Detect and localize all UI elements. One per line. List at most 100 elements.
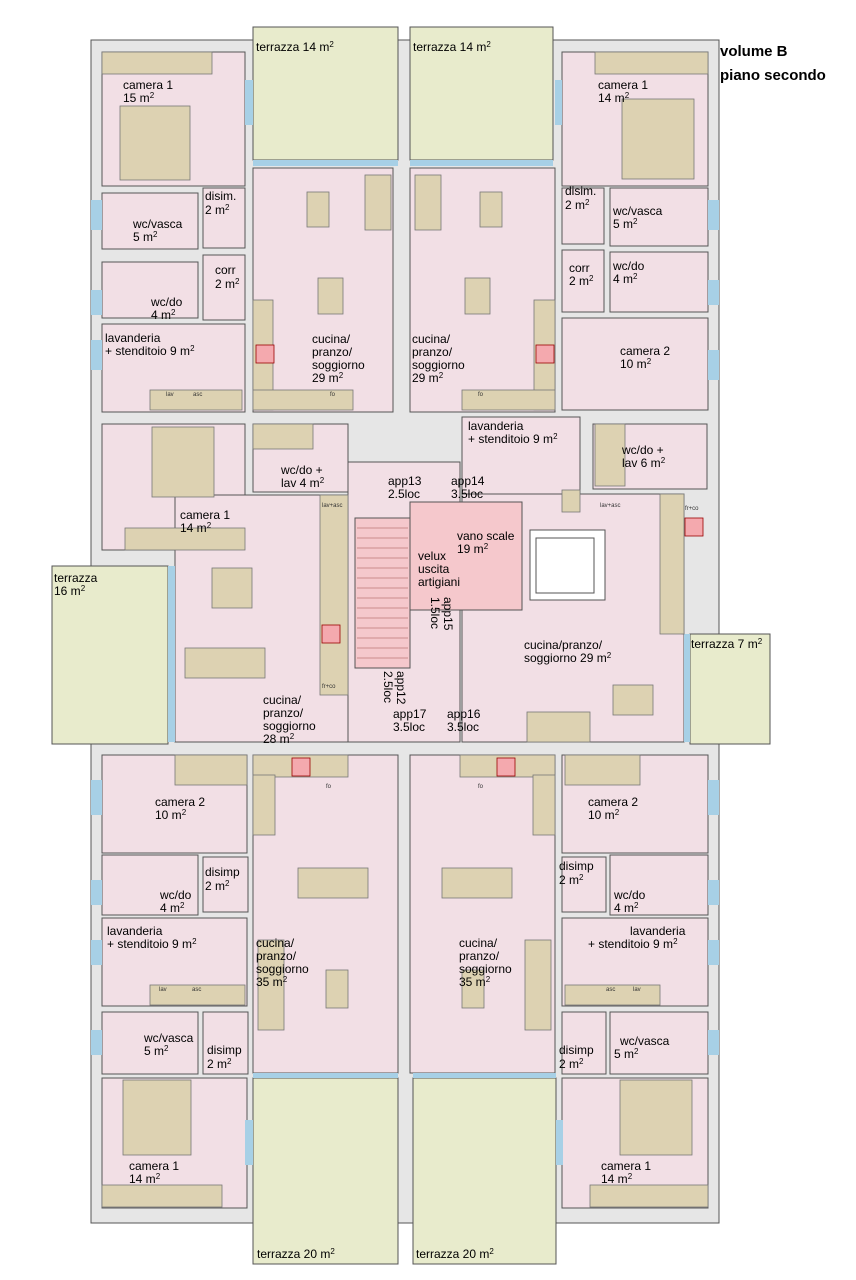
stove-icon: [684, 517, 704, 537]
room-label: pranzo/: [312, 345, 353, 359]
room-area: 14 m2: [180, 521, 212, 535]
room-area: 4 m2: [151, 308, 176, 322]
wardrobe: [594, 51, 709, 75]
room-label: soggiorno: [412, 358, 465, 372]
window: [253, 160, 398, 166]
window: [91, 290, 102, 315]
velux-label: velux: [418, 549, 446, 563]
dining-table: [464, 277, 491, 315]
apartment-tag: app17: [393, 707, 427, 721]
room-area: + stenditoio 9 m2: [107, 937, 197, 951]
room-label: wc/do: [150, 295, 183, 309]
room-area: 29 m2: [412, 371, 444, 385]
room-area: + stenditoio 9 m2: [588, 937, 678, 951]
wardrobe: [101, 51, 213, 75]
room-label: cucina/: [412, 332, 451, 346]
window: [708, 940, 719, 965]
bed: [119, 105, 191, 181]
floor-title: piano secondo: [720, 67, 826, 84]
apartment-tag: app12: [394, 671, 408, 705]
window: [91, 780, 102, 815]
sofa: [364, 174, 392, 231]
room-label: soggiorno: [256, 962, 309, 976]
fixture-label: fo: [478, 784, 484, 790]
terrace-label: terrazza: [54, 571, 98, 585]
tv-cabinet: [479, 191, 503, 228]
wardrobe: [124, 527, 246, 551]
terrace-bottom-right: [412, 1077, 557, 1265]
fixture-label: asc: [193, 392, 202, 398]
window: [708, 350, 719, 380]
apartment-tag: 3.5loc: [393, 720, 425, 734]
room-area: 14 m2: [598, 91, 630, 105]
tv-cabinet: [325, 969, 349, 1009]
terrace-right: [689, 633, 771, 745]
room-tl-wcvasca: [101, 192, 199, 250]
room-area: 10 m2: [620, 357, 652, 371]
room-label: camera 1: [129, 1159, 179, 1173]
apartment-tag: 3.5loc: [451, 487, 483, 501]
room-label: disimp: [205, 865, 240, 879]
room-label: camera 2: [620, 344, 670, 358]
window: [556, 1120, 563, 1165]
sofa: [414, 174, 442, 231]
room-label: camera 2: [155, 795, 205, 809]
room-label: wc/vasca: [619, 1034, 670, 1048]
room-bl-disimp2: [202, 1011, 249, 1075]
terrace-label: terrazza 20 m2: [416, 1247, 494, 1261]
fixture-label: fr+co: [322, 684, 336, 690]
room-area: 5 m2: [133, 230, 158, 244]
room-area: 2 m2: [569, 274, 594, 288]
apartment-tag: 2.5loc: [388, 487, 420, 501]
room-label: corr: [569, 261, 590, 275]
shower: [594, 423, 626, 487]
room-area: 2 m2: [205, 203, 230, 217]
room-area: 2 m2: [215, 277, 240, 291]
room-label: cucina/: [312, 332, 351, 346]
apartment-tag: app16: [447, 707, 481, 721]
window: [253, 1073, 398, 1078]
window: [708, 880, 719, 905]
kitchen-counter: [319, 494, 349, 696]
room-label: wc/do: [612, 259, 645, 273]
counter: [149, 389, 243, 411]
room-area: 2 m2: [205, 879, 230, 893]
room-label: cucina/: [263, 693, 302, 707]
wardrobe: [174, 754, 248, 786]
room-label: vano scale: [457, 529, 515, 543]
room-label: soggiorno: [459, 962, 512, 976]
room-label: lavanderia: [107, 924, 163, 938]
room-label: camera 1: [598, 78, 648, 92]
room-label: cucina/: [256, 936, 295, 950]
stove-icon: [496, 757, 516, 777]
fixture-label: lav+asc: [600, 503, 621, 509]
room-area: 29 m2: [312, 371, 344, 385]
counter: [149, 984, 246, 1006]
tv-cabinet: [461, 969, 485, 1009]
fixture-label: lav: [633, 987, 641, 993]
room-label: lavanderia: [468, 419, 524, 433]
window: [91, 940, 102, 965]
fixture-label: asc: [192, 987, 201, 993]
bed: [122, 1079, 192, 1156]
window: [708, 200, 719, 230]
room-label: pranzo/: [459, 949, 500, 963]
stove-icon: [321, 624, 341, 644]
wardrobe: [564, 754, 641, 786]
sofa: [526, 711, 591, 743]
room-label: disim.: [565, 184, 596, 198]
stove-icon: [535, 344, 555, 364]
window: [168, 566, 175, 742]
room-tl-disim: [202, 187, 246, 249]
room-bl-wcdo: [101, 854, 199, 916]
room-area: 15 m2: [123, 91, 155, 105]
room-label: cucina/: [459, 936, 498, 950]
terrace-bottom-left: [252, 1077, 399, 1265]
lift-car: [535, 537, 595, 594]
dining-table: [612, 684, 654, 716]
stove-icon: [255, 344, 275, 364]
room-area: lav 6 m2: [622, 456, 666, 470]
fixture-label: fo: [330, 392, 336, 398]
velux-label: artigiani: [418, 575, 460, 589]
apartment-tag: 1.5loc: [428, 597, 442, 629]
